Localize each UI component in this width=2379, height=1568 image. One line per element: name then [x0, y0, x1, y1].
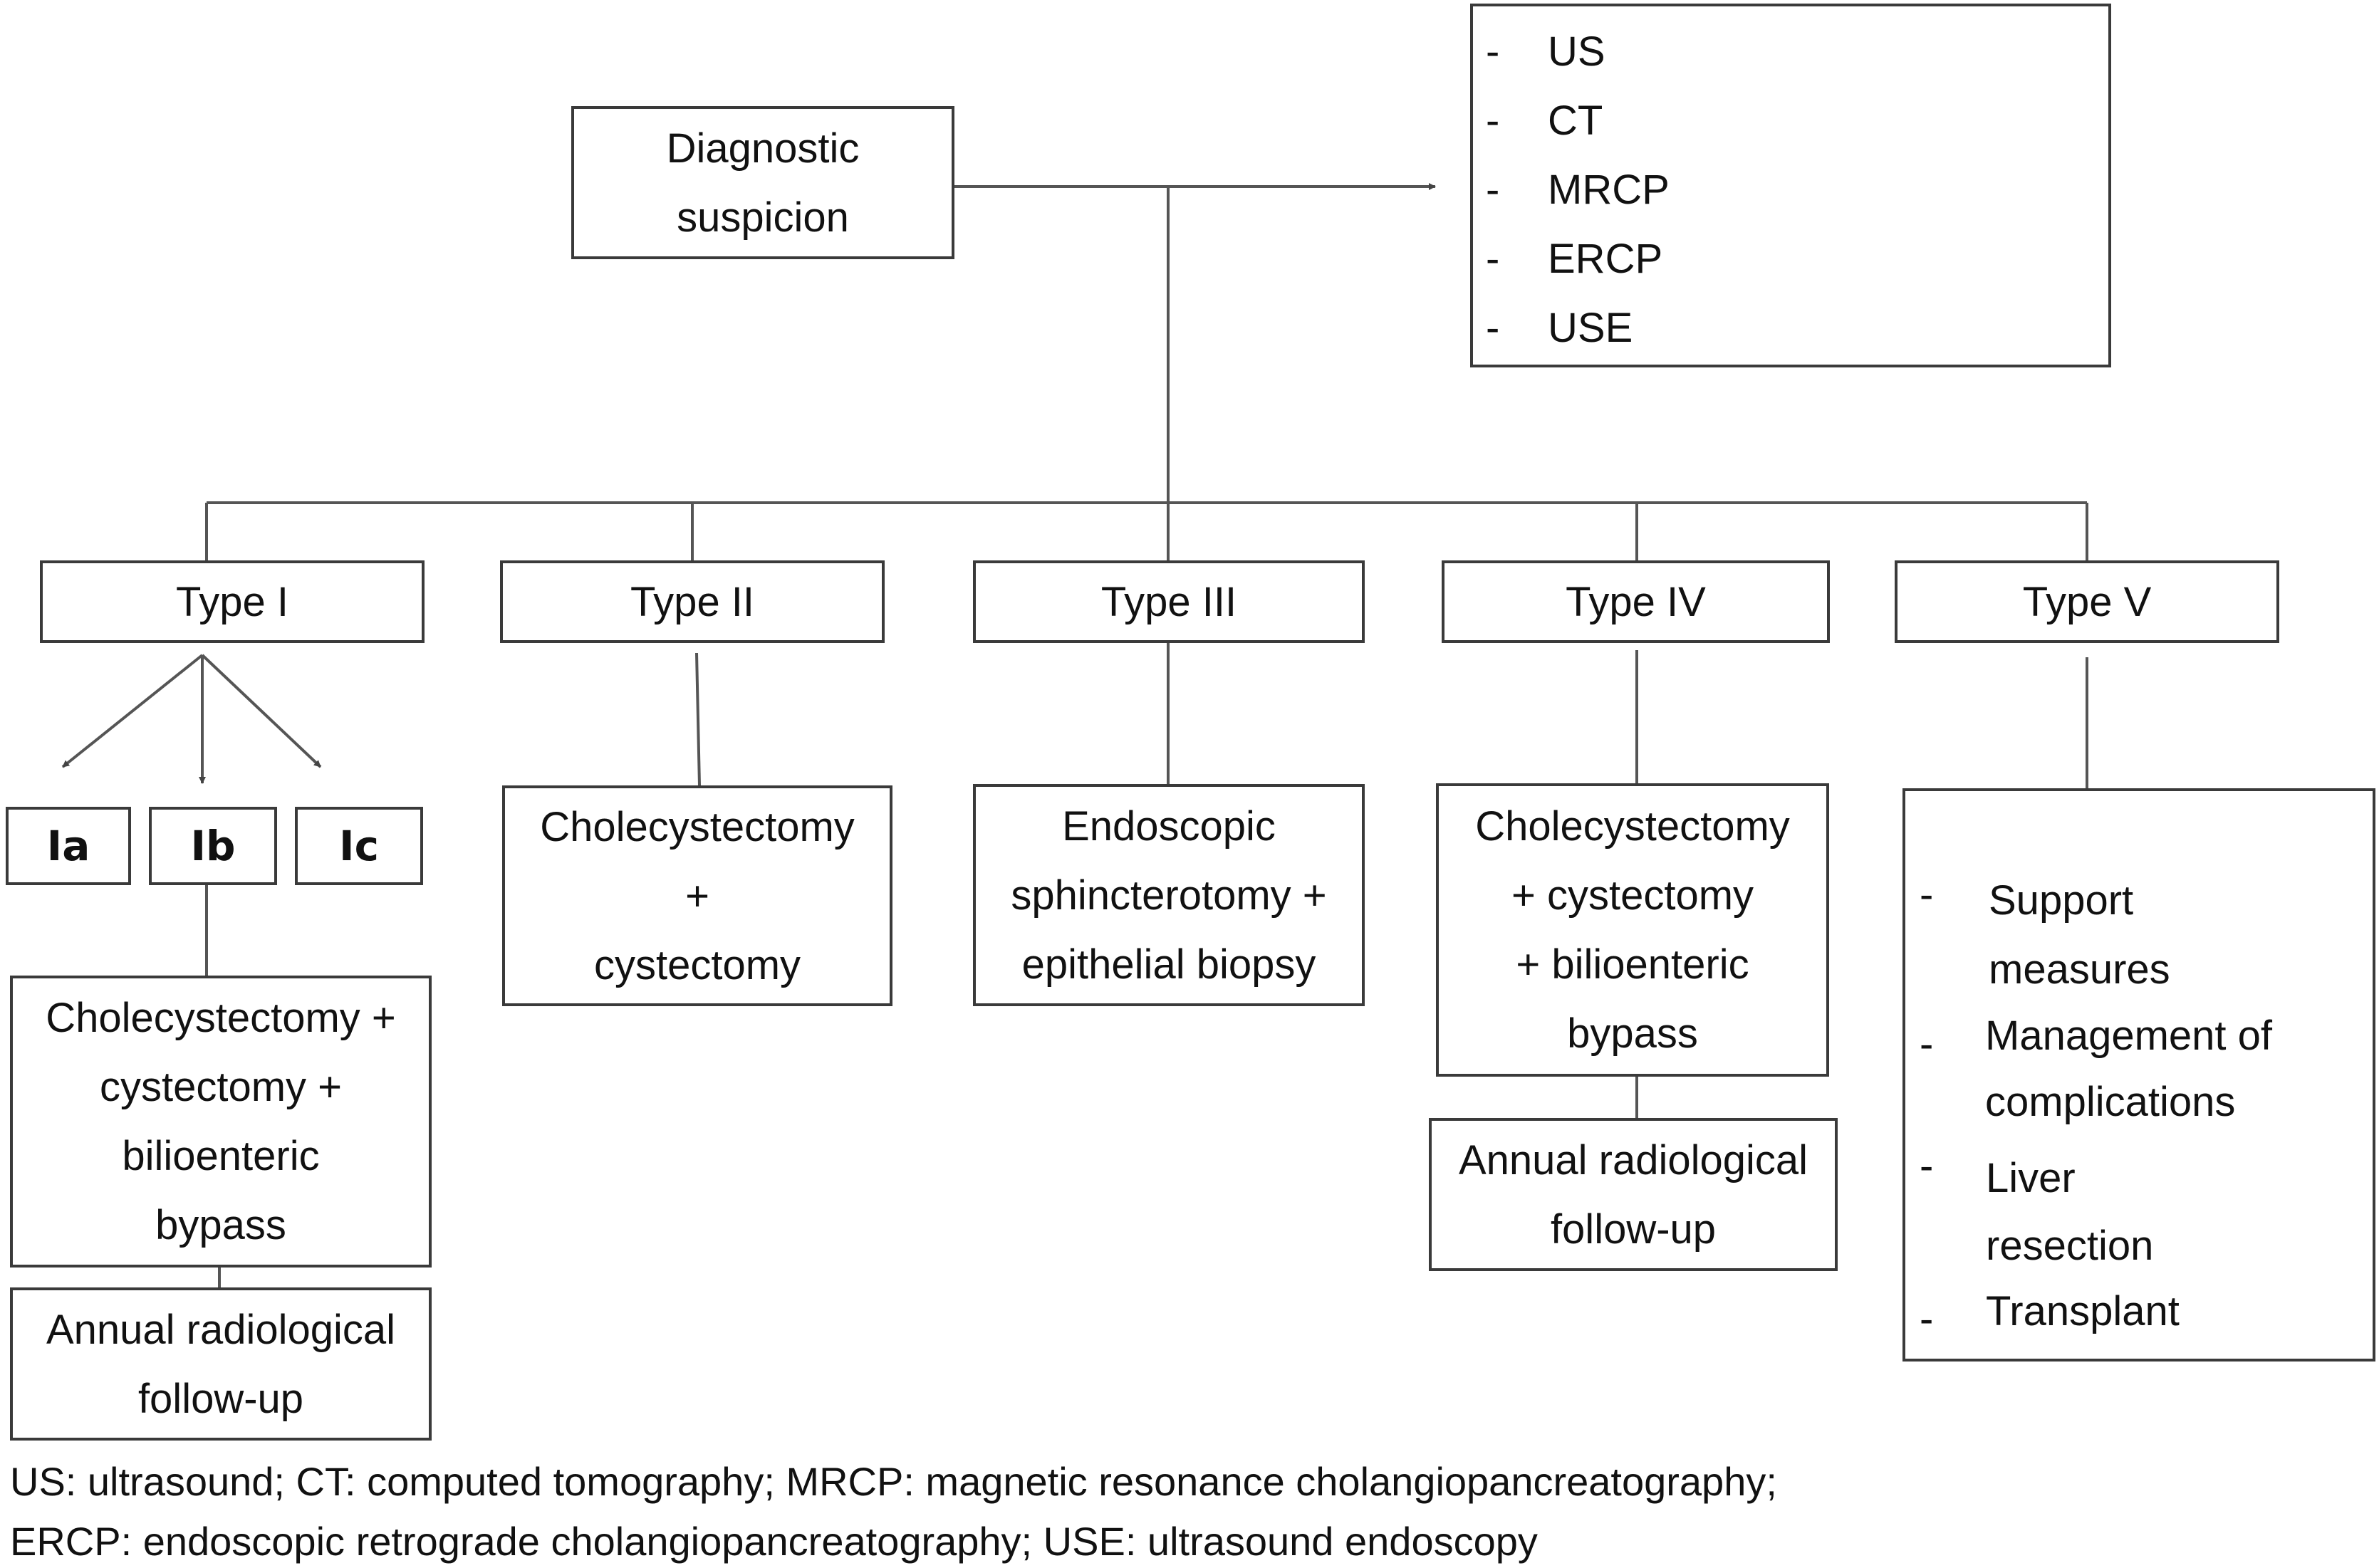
type3-treatment-box: Endoscopic sphincterotomy + epithelial b…	[973, 784, 1365, 1006]
subtype-ib-label: Ib	[190, 821, 236, 870]
followup-line: Annual radiological	[1458, 1136, 1808, 1183]
followup-line: follow-up	[1550, 1206, 1717, 1253]
type3-label: Type III	[1100, 578, 1237, 625]
treatment-line: Cholecystectomy	[540, 803, 855, 850]
treatment-line: cystectomy +	[99, 1064, 343, 1110]
type2-treatment-box: Cholecystectomy + cystectomy	[502, 785, 892, 1006]
subtype-ia-box: Ia	[6, 807, 131, 885]
diagnostic-suspicion-box: Diagnostic suspicion	[571, 106, 954, 259]
dash-bullet: -	[1486, 98, 1500, 144]
type5-label: Type V	[2022, 578, 2152, 625]
type5-box: Type V	[1895, 560, 2279, 643]
subtype-ic-label: Ic	[339, 821, 379, 870]
type1-treatment-box: Cholecystectomy + cystectomy + bilioente…	[10, 976, 432, 1268]
treatment-line: cystectomy	[593, 941, 801, 988]
dash-bullet: -	[1920, 1143, 1934, 1189]
modality-us: US	[1548, 28, 1605, 75]
abbreviation-legend-line-2: ERCP: endoscopic retrograde cholangiopan…	[10, 1519, 1538, 1564]
imaging-modalities-box: - US - CT - MRCP - ERCP - USE	[1470, 4, 2111, 367]
treatment-line: bypass	[155, 1202, 286, 1248]
treatment-line: Endoscopic	[1062, 803, 1276, 850]
type4-treatment-box: Cholecystectomy + cystectomy + bilioente…	[1436, 783, 1829, 1077]
subtype-ia-label: Ia	[46, 821, 90, 870]
diagnostic-suspicion-line-2: suspicion	[677, 194, 849, 241]
type5-treatment-box: - Support measures - Management of compl…	[1902, 788, 2375, 1361]
treatment-line: epithelial biopsy	[1021, 941, 1316, 988]
dash-bullet: -	[1920, 1296, 1934, 1342]
type3-box: Type III	[973, 560, 1365, 643]
treatment-line: Management of	[1985, 1013, 2273, 1059]
type2-to-treatment	[695, 652, 701, 786]
modality-ercp: ERCP	[1548, 236, 1663, 282]
type4-box: Type IV	[1442, 560, 1830, 643]
dash-bullet: -	[1486, 167, 1500, 213]
dash-bullet: -	[1486, 236, 1500, 282]
type1-label: Type I	[176, 578, 288, 625]
treatment-line: Support	[1989, 877, 2134, 924]
treatment-line: bilioenteric	[122, 1133, 320, 1179]
diagnostic-suspicion-line-1: Diagnostic	[666, 125, 860, 172]
followup-line: follow-up	[137, 1375, 304, 1422]
treatment-line: Liver	[1986, 1155, 2076, 1201]
treatment-line: bypass	[1567, 1010, 1698, 1057]
arrow-to-ia	[61, 654, 204, 768]
abbreviation-legend-line-1: US: ultrasound; CT: computed tomography;…	[10, 1459, 1777, 1504]
treatment-line: complications	[1985, 1079, 2236, 1125]
modality-mrcp: MRCP	[1548, 167, 1670, 213]
type4-followup-box: Annual radiological follow-up	[1429, 1118, 1838, 1271]
treatment-line: +	[685, 872, 709, 919]
dash-bullet: -	[1486, 28, 1500, 75]
type2-box: Type II	[500, 560, 885, 643]
type2-label: Type II	[630, 578, 755, 625]
type1-box: Type I	[40, 560, 425, 643]
treatment-line: + bilioenteric	[1516, 941, 1749, 988]
treatment-line: Cholecystectomy	[1475, 803, 1790, 850]
type4-label: Type IV	[1566, 578, 1706, 625]
dash-bullet: -	[1920, 1021, 1934, 1067]
dash-bullet: -	[1486, 305, 1500, 351]
treatment-line: Transplant	[1986, 1288, 2180, 1334]
modality-ct: CT	[1548, 98, 1603, 144]
modality-use: USE	[1548, 305, 1633, 351]
arrow-to-ic	[201, 654, 322, 768]
dash-bullet: -	[1920, 872, 1934, 918]
treatment-line: sphincterotomy +	[1011, 872, 1327, 919]
subtype-ic-box: Ic	[295, 807, 423, 885]
treatment-line: resection	[1986, 1223, 2154, 1269]
followup-line: Annual radiological	[46, 1306, 396, 1353]
treatment-line: measures	[1989, 946, 2170, 993]
subtype-ib-box: Ib	[149, 807, 277, 885]
type1-followup-box: Annual radiological follow-up	[10, 1287, 432, 1441]
treatment-line: Cholecystectomy +	[46, 995, 396, 1041]
treatment-line: + cystectomy	[1511, 872, 1754, 919]
